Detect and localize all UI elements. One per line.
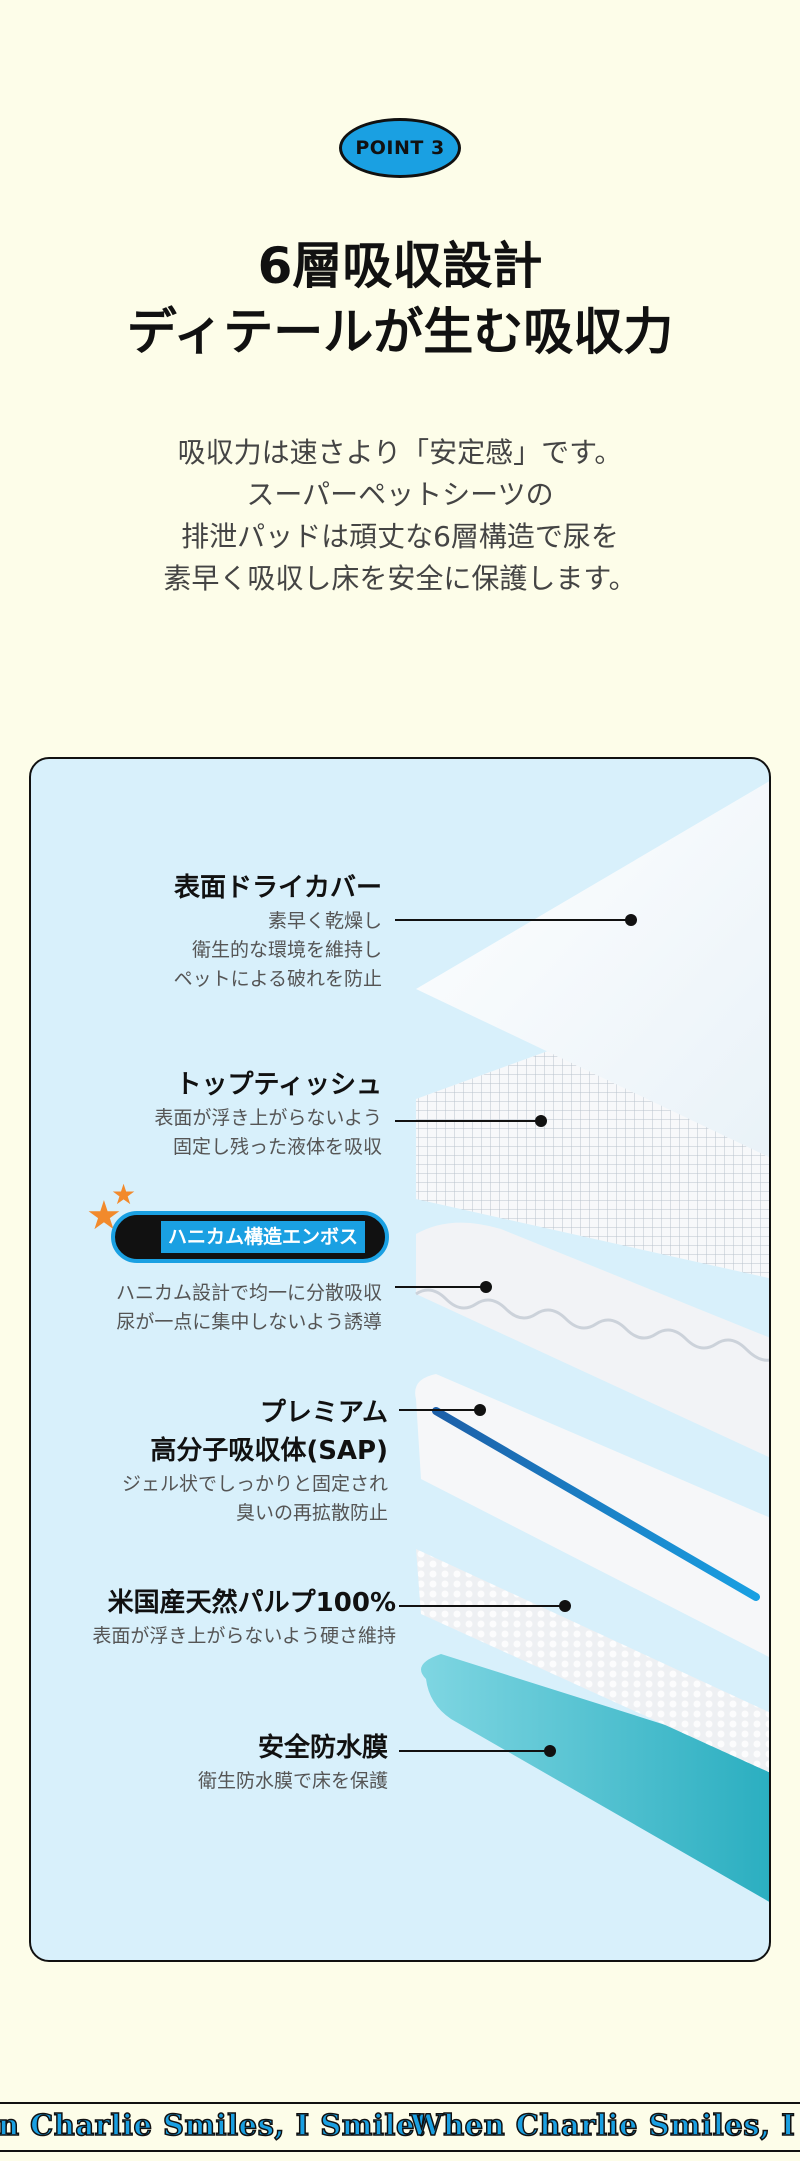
leader-dot [535, 1115, 547, 1127]
leader-line [399, 1605, 564, 1607]
leader-dot [559, 1600, 571, 1612]
layer-diagram-panel: 表面ドライカバー 素早く乾燥し 衛生的な環境を維持し ペットによる破れを防止 ト… [29, 757, 771, 1962]
leader-line [395, 1120, 540, 1122]
page-title-line1: 6層吸収設計 [257, 237, 543, 295]
layer-heading: 高分子吸収体(SAP) [150, 1436, 388, 1466]
layer-heading: 安全防水膜 [257, 1733, 388, 1763]
surface-dry-cover-layer [416, 781, 769, 1158]
description: 吸収力は速さより「安定感」です。 スーパーペットシーツの 排泄パッドは頑丈な6層… [0, 432, 800, 600]
layer-label-sap: プレミアム 高分子吸収体(SAP) ジェル状でしっかりと固定され 臭いの再拡散防… [71, 1394, 388, 1528]
marquee-text: n Charlie Smiles, I Smile! [0, 2107, 429, 2143]
layer-heading: 表面ドライカバー [173, 873, 382, 903]
marquee-text: When Charlie Smiles, I Smi [409, 2107, 800, 2143]
layer-text: ペットによる破れを防止 [173, 968, 382, 990]
slogan-marquee: n Charlie Smiles, I Smile! When Charlie … [0, 2102, 800, 2152]
leader-line [399, 1750, 549, 1752]
star-icon: ★ [111, 1178, 137, 1211]
leader-dot [625, 914, 637, 926]
layer-text: ジェル状でしっかりと固定され [121, 1473, 388, 1495]
layer-heading: プレミアム [259, 1398, 388, 1428]
honeycomb-highlight-pill: ハニカム構造エンボス [111, 1211, 389, 1263]
sap-layer [415, 1374, 769, 1657]
layer-text: 臭いの再拡散防止 [235, 1502, 388, 1524]
layer-illustration [415, 781, 769, 1902]
leader-line [395, 1286, 485, 1288]
page-title-line2: ディテールが生む吸収力 [126, 303, 674, 361]
layer-text: 固定し残った液体を吸収 [172, 1136, 382, 1158]
layer-text: 表面が浮き上がらないよう [154, 1107, 382, 1129]
leader-dot [544, 1745, 556, 1757]
layer-label-waterproof: 安全防水膜 衛生防水膜で床を保護 [91, 1729, 388, 1796]
layer-text: 尿が一点に集中しないよう誘導 [116, 1311, 382, 1333]
layer-text: 表面が浮き上がらないよう硬さ維持 [92, 1625, 396, 1647]
layer-label-top-tissue: トップティッシュ 表面が浮き上がらないよう 固定し残った液体を吸収 [91, 1066, 382, 1162]
layer-text: 衛生防水膜で床を保護 [197, 1770, 388, 1792]
honeycomb-emboss-layer [416, 1222, 769, 1458]
point-badge: POINT 3 [339, 118, 461, 178]
description-line: 吸収力は速さより「安定感」です。 [177, 436, 623, 469]
layer-label-surface-dry-cover: 表面ドライカバー 素早く乾燥し 衛生的な環境を維持し ペットによる破れを防止 [91, 869, 382, 994]
leader-dot [474, 1404, 486, 1416]
description-line: スーパーペットシーツの [246, 478, 554, 511]
description-line: 素早く吸収し床を安全に保護します。 [163, 562, 637, 595]
layer-label-honeycomb: ハニカム設計で均一に分散吸収 尿が一点に集中しないよう誘導 [51, 1279, 382, 1337]
leader-line [395, 919, 630, 921]
layer-heading: 米国産天然パルプ100% [107, 1588, 396, 1618]
layer-label-pulp: 米国産天然パルプ100% 表面が浮き上がらないよう硬さ維持 [41, 1584, 396, 1651]
waterproof-film-layer [421, 1654, 769, 1902]
leader-line [399, 1409, 479, 1411]
layer-heading: トップティッシュ [175, 1070, 382, 1100]
layer-text: 衛生的な環境を維持し [191, 939, 382, 961]
description-line: 排泄パッドは頑丈な6層構造で尿を [181, 520, 619, 553]
layer-text: ハニカム設計で均一に分散吸収 [115, 1282, 382, 1304]
layer-text: 素早く乾燥し [267, 910, 382, 932]
leader-dot [480, 1281, 492, 1293]
layer-heading: ハニカム構造エンボス [161, 1221, 365, 1253]
